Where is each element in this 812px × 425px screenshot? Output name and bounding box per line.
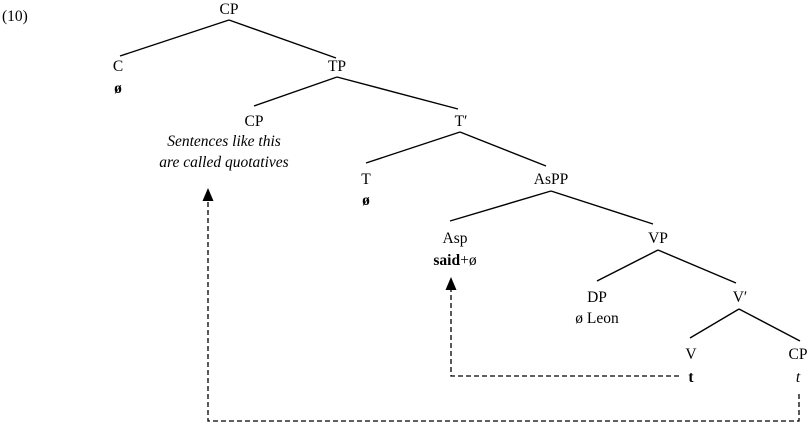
node-t-bar: T′ <box>455 113 468 130</box>
node-t-content: ø <box>362 192 370 209</box>
node-v-trace: t <box>688 369 694 386</box>
example-number: (10) <box>2 8 28 25</box>
cp-subject-line2: are called quotatives <box>159 154 288 171</box>
asp-plus-null: +ø <box>460 252 477 269</box>
node-dp: DP <box>587 289 607 306</box>
movement-arrow-verb <box>445 277 679 377</box>
node-cp-subject: CP <box>245 113 264 130</box>
node-v: V <box>685 346 697 363</box>
node-aspp: AsPP <box>534 171 568 188</box>
node-dp-content: ø Leon <box>575 310 619 327</box>
node-cp-complement: CP <box>789 346 808 363</box>
node-vp: VP <box>648 230 668 247</box>
node-c-content: ø <box>114 80 122 97</box>
node-c: C <box>113 58 123 75</box>
cp-subject-line1: Sentences like this <box>167 133 281 150</box>
arrowhead-icon <box>202 188 214 201</box>
node-v-bar: V′ <box>733 289 748 306</box>
node-cp-trace: t <box>796 369 801 386</box>
tree-branches <box>119 19 801 342</box>
movement-arrow-cp <box>202 188 800 422</box>
node-t: T <box>361 171 371 188</box>
arrowhead-icon <box>445 277 457 290</box>
node-tp: TP <box>328 58 346 75</box>
node-asp-content: said+ø <box>433 252 476 269</box>
node-cp-root: CP <box>220 1 239 18</box>
asp-said: said <box>433 252 460 269</box>
node-asp: Asp <box>443 230 468 247</box>
